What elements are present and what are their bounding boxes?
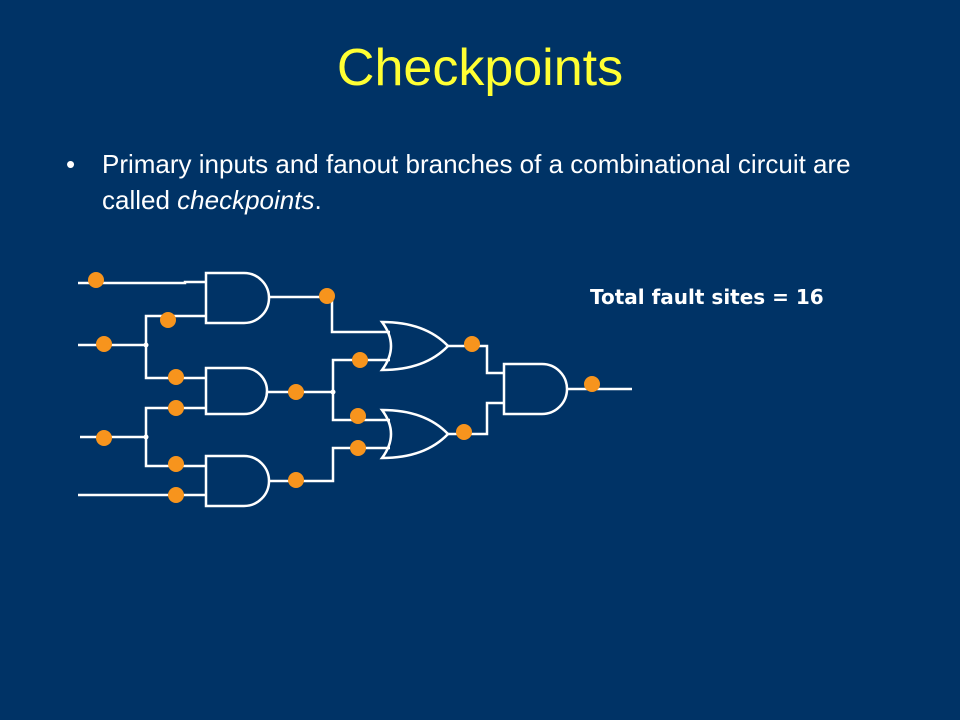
fault-site (464, 336, 480, 352)
or-gate-1 (379, 320, 450, 372)
wire-branch-and2-b (331, 392, 390, 422)
fault-site (88, 272, 104, 288)
wire-or2-out (448, 401, 504, 436)
bullet-text-end: . (314, 185, 322, 215)
bullet-text: Primary inputs and fanout branches of a … (102, 146, 896, 218)
wire-branch-3b (144, 437, 206, 468)
fault-site (584, 376, 600, 392)
and-gate-3 (204, 454, 271, 508)
and-gate-1 (204, 271, 271, 325)
wire-branch-and2-a (331, 358, 390, 392)
fault-site (288, 472, 304, 488)
slide-title: Checkpoints (336, 39, 624, 97)
fault-site (350, 408, 366, 424)
and-gate-2 (204, 366, 269, 416)
and-gate-4 (502, 362, 569, 416)
fault-site (319, 288, 335, 304)
bullet-marker: • (66, 149, 76, 179)
wire-and3-out (269, 446, 390, 483)
junction-input-2 (143, 342, 149, 348)
wire-branch-2a (144, 314, 206, 345)
fault-site (168, 400, 184, 416)
fault-sites (88, 272, 600, 503)
fanout-junctions (143, 342, 336, 440)
fault-site (288, 384, 304, 400)
wire-branch-2b (144, 345, 206, 380)
fault-site (352, 352, 368, 368)
wire-input-1 (78, 280, 206, 285)
fault-site (168, 456, 184, 472)
bullet-text-main: Primary inputs and fanout branches of a … (102, 149, 851, 215)
fault-site (96, 430, 112, 446)
bullet-item: • Primary inputs and fanout branches of … (66, 146, 896, 218)
fault-site (456, 424, 472, 440)
fault-site (168, 369, 184, 385)
fault-site (160, 312, 176, 328)
junction-and2 (330, 389, 336, 395)
fault-count-label: Total fault sites = 16 (590, 285, 824, 309)
wire-branch-3a (144, 406, 206, 437)
fault-site (350, 440, 366, 456)
junction-input-3 (143, 434, 149, 440)
bullet-text-emphasis: checkpoints (177, 185, 315, 215)
circuit-wires (78, 271, 632, 508)
fault-site (168, 487, 184, 503)
or-gate-2 (379, 408, 450, 460)
fault-site (96, 336, 112, 352)
wire-and1-out (269, 295, 390, 334)
